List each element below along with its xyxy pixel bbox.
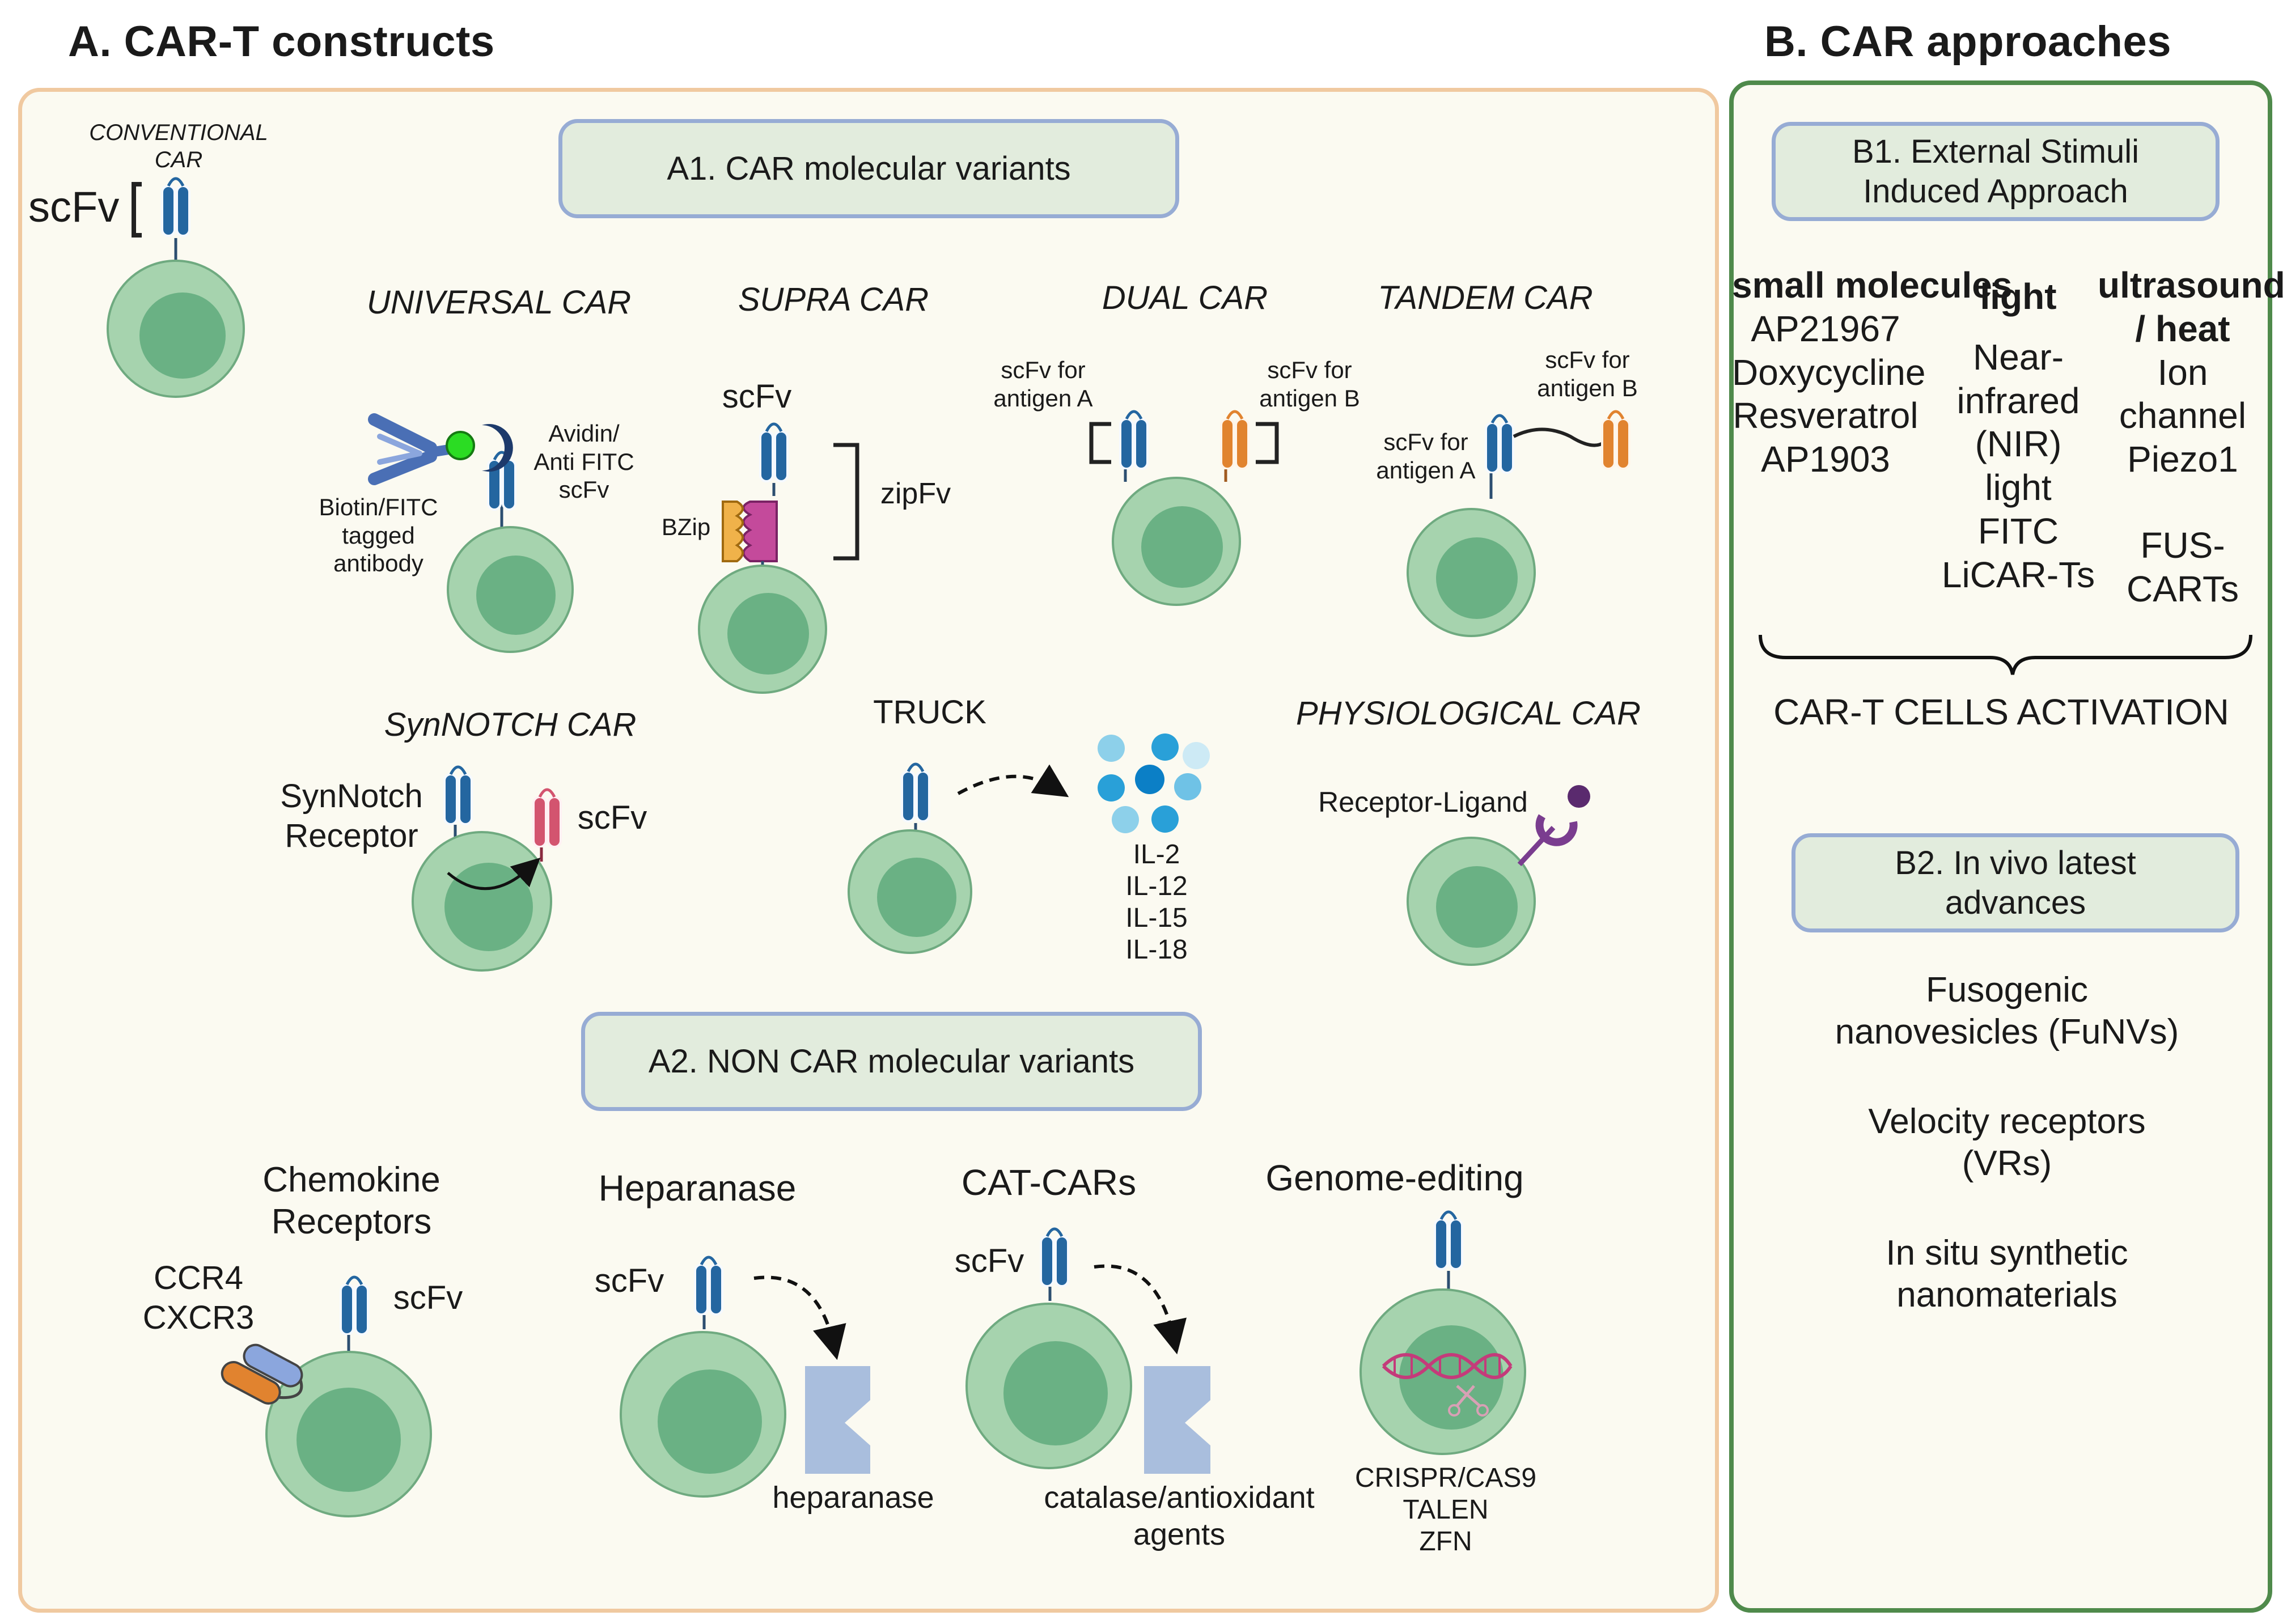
stimulus-item: AP21967 <box>1751 308 1900 349</box>
supra-zipfv-label: zipFv <box>880 477 951 510</box>
cytokine-label: IL-12 <box>1125 871 1188 902</box>
stimulus-item: CARTs <box>2127 568 2239 609</box>
activation-brace <box>1759 634 2252 675</box>
universal-car-cell <box>368 413 574 653</box>
catcars-name: CAT-CARs <box>961 1162 1137 1203</box>
universal-left-label: Biotin/FITC tagged antibody <box>319 494 438 577</box>
a2-label-box: A2. NON CAR molecular variants <box>581 1012 1202 1111</box>
truck-cytokine-list: IL-2 IL-12 IL-15 IL-18 <box>1106 839 1208 966</box>
chemokine-receptor-list: CCR4 CXCR3 <box>142 1260 255 1336</box>
editing-tool-label: TALEN <box>1403 1495 1489 1525</box>
stimulus-item: LiCAR-Ts <box>1941 554 2095 595</box>
stimulus-item: Near- <box>1972 336 2064 378</box>
stimulus-item: FUS- <box>2140 524 2225 566</box>
genome-editing-cell <box>1360 1212 1526 1455</box>
supra-bzip-label: BZip <box>661 514 711 540</box>
editing-tool-label: ZFN <box>1419 1527 1472 1557</box>
stimulus-heading: light <box>1980 276 2057 317</box>
dual-right-label: scFv for antigen B <box>1259 357 1360 412</box>
heparanase-scfv-label: scFv <box>594 1262 664 1299</box>
stimulus-item: (NIR) <box>1975 423 2062 465</box>
synnotch-car-name: SynNOTCH CAR <box>384 706 637 743</box>
b2-label-line1: B2. In vivo latest <box>1895 844 2136 881</box>
supra-car-cell <box>698 424 859 694</box>
stimulus-spacer <box>2098 481 2268 524</box>
tandem-left-label: scFv for antigen A <box>1376 429 1476 484</box>
dual-car-name: DUAL CAR <box>1102 279 1268 316</box>
stimulus-item: light <box>1985 467 2052 508</box>
truck-cell <box>848 733 1210 954</box>
chemokine-cell <box>221 1277 432 1517</box>
b2-label-box: B2. In vivo latest advances <box>1792 833 2239 932</box>
stimulus-item: infrared <box>1956 380 2080 421</box>
b1-label-line2: Induced Approach <box>1863 172 2128 210</box>
chemokine-name: Chemokine Receptors <box>262 1160 441 1242</box>
b2-label-line2: advances <box>1945 884 2086 921</box>
dual-car-cell <box>1089 412 1279 606</box>
section-a-title: A. CAR-T constructs <box>68 18 495 66</box>
b1-label-line1: B1. External Stimuli <box>1852 133 2140 170</box>
tandem-car-name: TANDEM CAR <box>1378 279 1593 316</box>
stimulus-item: channel <box>2119 395 2247 436</box>
stimulus-item: Doxycycline <box>1732 351 1926 393</box>
physiological-car-name: PHYSIOLOGICAL CAR <box>1295 695 1641 732</box>
supra-scfv-label: scFv <box>722 378 792 415</box>
stimulus-item: FITC <box>1977 510 2059 552</box>
cytokine-label: IL-2 <box>1133 839 1180 870</box>
cytokine-beads <box>1098 733 1210 833</box>
supra-car-name: SUPRA CAR <box>738 281 929 318</box>
conventional-scfv-label: scFv <box>28 183 120 231</box>
tandem-car-cell <box>1407 412 1629 637</box>
stimulus-heading: small molecules <box>1732 265 2013 306</box>
catcar-cell <box>965 1229 1210 1474</box>
genome-editing-tools: CRISPR/CAS9 TALEN ZFN <box>1349 1462 1542 1558</box>
b1-label-box: B1. External Stimuli Induced Approach <box>1772 122 2220 221</box>
stimulus-item: AP1903 <box>1761 439 1890 480</box>
physiological-car-cell <box>1407 785 1590 966</box>
stimulus-item: Piezo1 <box>2127 439 2238 480</box>
advance-velocity: Velocity receptors (VRs) <box>1868 1102 2146 1184</box>
heparanase-product-label: heparanase <box>772 1481 934 1515</box>
universal-right-label: Avidin/ Anti FITC scFv <box>533 420 634 503</box>
chemokine-scfv-label: scFv <box>393 1279 463 1316</box>
cytokine-label: IL-18 <box>1125 935 1188 965</box>
synnotch-receptor-label: SynNotch Receptor <box>280 778 423 854</box>
catcars-scfv-label: scFv <box>954 1243 1024 1279</box>
a1-label-box: A1. CAR molecular variants <box>558 119 1179 218</box>
advance-nanomaterials: In situ synthetic nanomaterials <box>1886 1233 2128 1315</box>
catcars-product-label: catalase/antioxidant agents <box>1044 1481 1315 1551</box>
synnotch-scfv-label: scFv <box>577 799 647 836</box>
synnotch-car-cell <box>412 767 561 972</box>
genome-editing-name: Genome-editing <box>1265 1157 1524 1198</box>
truck-name: TRUCK <box>873 694 986 731</box>
stimulus-item: Ion <box>2157 351 2208 393</box>
stimulus-column-small-molecules: small molecules AP21967 Doxycycline Resv… <box>1732 264 2013 481</box>
editing-tool-label: CRISPR/CAS9 <box>1354 1463 1537 1493</box>
advance-fusogenic: Fusogenic nanovesicles (FuNVs) <box>1835 970 2179 1052</box>
section-b-title: B. CAR approaches <box>1764 18 2171 66</box>
stimulus-heading: ultrasound / heat <box>2098 265 2285 349</box>
dual-left-label: scFv for antigen A <box>993 357 1093 412</box>
universal-car-name: UNIVERSAL CAR <box>366 284 632 321</box>
stimulus-column-ultrasound: ultrasound / heat Ion channel Piezo1 FUS… <box>2098 264 2285 611</box>
conventional-car-name: CONVENTIONAL CAR <box>89 120 268 172</box>
a2-label: A2. NON CAR molecular variants <box>648 1042 1135 1080</box>
stimulus-column-light: light Near- infrared (NIR) light FITC Li… <box>1933 275 2103 597</box>
a1-label: A1. CAR molecular variants <box>667 150 1071 187</box>
heparanase-name: Heparanase <box>598 1168 797 1209</box>
physiological-receptor-label: Receptor-Ligand <box>1318 786 1528 818</box>
activation-label: CAR-T CELLS ACTIVATION <box>1773 692 2229 732</box>
heparanase-cell <box>620 1257 870 1498</box>
cytokine-label: IL-15 <box>1125 903 1188 934</box>
tandem-right-label: scFv for antigen B <box>1537 346 1638 401</box>
stimulus-item: Resveratrol <box>1733 395 1918 436</box>
conventional-car-cell <box>107 179 245 398</box>
